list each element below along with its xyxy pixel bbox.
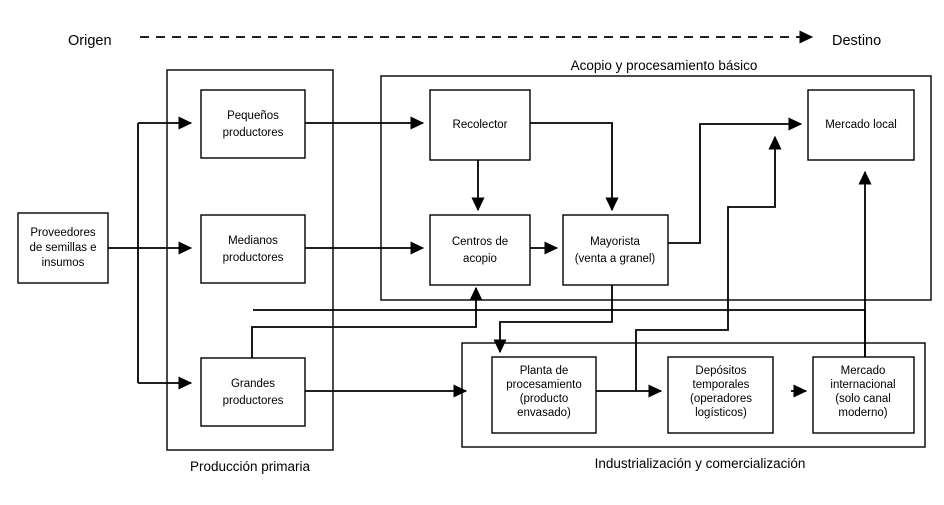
- node-pequenos-box[interactable]: [200, 89, 306, 159]
- node-mercado-internacional-line-3: moderno): [838, 407, 887, 419]
- node-proveedores[interactable]: Proveedores de semillas e insumos: [17, 212, 109, 284]
- node-grandes-line-0: Grandes: [231, 378, 275, 390]
- group-produccion-primaria-label: Producción primaria: [190, 459, 311, 474]
- destino-label: Destino: [832, 33, 881, 49]
- node-centros-box[interactable]: [429, 214, 531, 286]
- edge-recolector-to-mayorista: [530, 122, 619, 212]
- edge-grandes-to-centros: [251, 286, 483, 358]
- node-proveedores-line-0: Proveedores: [30, 227, 95, 239]
- edge-planta-to-mercado-local: [635, 135, 782, 391]
- node-grandes-line-1: productores: [223, 395, 284, 407]
- edge-mayorista-to-planta: [493, 280, 613, 354]
- group-industrializacion-label: Industrialización y comercialización: [595, 456, 806, 471]
- node-mercado-internacional-box[interactable]: [812, 356, 915, 434]
- node-mercado-internacional[interactable]: Mercado internacional (solo canal modern…: [812, 356, 915, 434]
- node-medianos-line-0: Medianos: [228, 235, 278, 247]
- node-mercado-internacional-line-2: (solo canal: [835, 393, 891, 405]
- node-depositos-temporales[interactable]: Depósitos temporales (operadores logísti…: [667, 356, 774, 434]
- group-acopio: [380, 75, 932, 301]
- edge-mayorista-to-mercado-local: [668, 117, 803, 244]
- node-centros-line-0: Centros de: [452, 236, 508, 248]
- node-depositos-line-3: logísticos): [695, 407, 747, 419]
- node-mercado-local-box[interactable]: [807, 89, 915, 161]
- node-centros-line-1: acopio: [463, 253, 497, 265]
- node-recolector-line-0: Recolector: [453, 119, 508, 131]
- node-mercado-internacional-line-1: internacional: [830, 379, 895, 391]
- node-planta-line-3: envasado): [517, 407, 571, 419]
- node-planta-line-2: (producto: [520, 393, 569, 405]
- node-centros-de-acopio[interactable]: Centros de acopio: [429, 214, 531, 286]
- node-medianos-productores[interactable]: Medianos productores: [200, 214, 306, 284]
- node-mayorista-box[interactable]: [562, 214, 669, 286]
- node-pequenos-productores[interactable]: Pequeños productores: [200, 89, 306, 159]
- node-planta-line-1: procesamiento: [506, 379, 581, 391]
- node-mercado-local-line-0: Mercado local: [825, 119, 897, 131]
- node-planta-line-0: Planta de: [520, 365, 569, 377]
- node-recolector-box[interactable]: [429, 89, 531, 161]
- group-acopio-label: Acopio y procesamiento básico: [571, 58, 758, 73]
- node-recolector[interactable]: Recolector: [429, 89, 531, 161]
- node-planta-box[interactable]: [491, 356, 597, 434]
- node-proveedores-line-1: de semillas e: [29, 242, 96, 254]
- group-produccion-primaria: [166, 69, 334, 451]
- node-grandes-box[interactable]: [200, 357, 306, 427]
- node-pequenos-line-0: Pequeños: [227, 110, 279, 122]
- node-medianos-line-1: productores: [223, 252, 284, 264]
- node-proveedores-line-2: insumos: [42, 257, 85, 269]
- node-depositos-box[interactable]: [667, 356, 774, 434]
- node-depositos-line-1: temporales: [693, 379, 750, 391]
- node-planta-procesamiento[interactable]: Planta de procesamiento (producto envasa…: [491, 356, 597, 434]
- origen-label: Origen: [68, 33, 112, 49]
- node-proveedores-box[interactable]: [17, 212, 109, 284]
- node-mayorista-line-1: (venta a granel): [575, 253, 656, 265]
- node-mercado-internacional-line-0: Mercado: [841, 365, 886, 377]
- node-grandes-productores[interactable]: Grandes productores: [200, 357, 306, 427]
- node-pequenos-line-1: productores: [223, 127, 284, 139]
- node-depositos-line-0: Depósitos: [695, 365, 746, 377]
- node-depositos-line-2: (operadores: [690, 393, 752, 405]
- node-mercado-local[interactable]: Mercado local: [807, 89, 915, 161]
- node-medianos-box[interactable]: [200, 214, 306, 284]
- node-mayorista-line-0: Mayorista: [590, 236, 640, 248]
- node-mayorista[interactable]: Mayorista (venta a granel): [562, 214, 669, 286]
